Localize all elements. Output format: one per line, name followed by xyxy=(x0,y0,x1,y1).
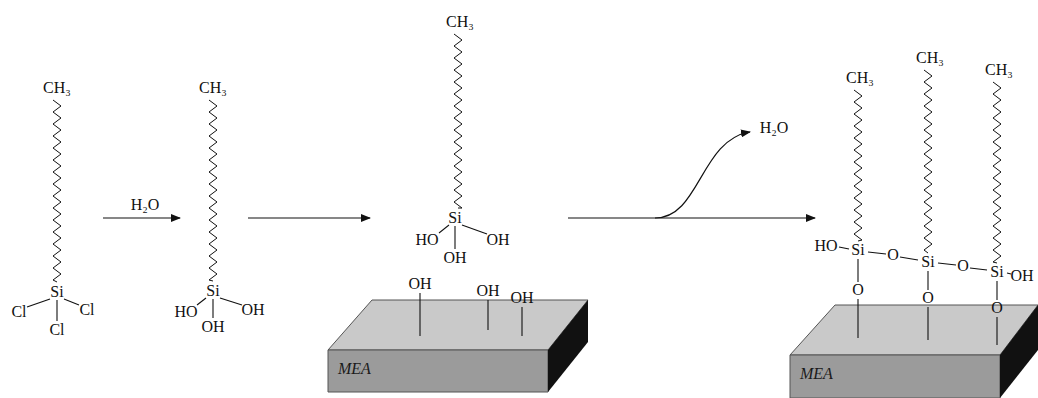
reagent-label: H₂O xyxy=(131,197,160,213)
alkyl-chain xyxy=(53,34,1001,282)
reaction-arrow xyxy=(103,132,815,218)
atom-label: OH xyxy=(510,290,533,306)
atom-label: CH₃ xyxy=(916,50,944,66)
substrate-slab xyxy=(790,305,1038,398)
atom-label: OH xyxy=(476,283,499,299)
atom-label: O xyxy=(887,247,899,263)
atom-label: OH xyxy=(1010,268,1033,284)
substrate-slab xyxy=(328,300,588,392)
substrate-label-box: MEA xyxy=(332,356,377,380)
atom-label: OH xyxy=(241,302,264,318)
atom-label: OH xyxy=(408,276,431,292)
atom-label: HO xyxy=(174,304,197,320)
substrate-name: MEA xyxy=(800,366,833,382)
atom-label: O xyxy=(922,290,934,306)
chlorine-atom: Cl xyxy=(79,302,94,318)
atom-label: OH xyxy=(486,232,509,248)
atom-label: HO xyxy=(814,238,837,254)
silicon-atom: Si xyxy=(50,284,63,300)
methyl-group: CH₃ xyxy=(43,80,71,96)
alkyl-chain xyxy=(209,100,217,281)
alkyl-chain xyxy=(993,82,1001,263)
alkyl-chain xyxy=(924,70,932,253)
atom-label: O xyxy=(991,300,1003,316)
alkyl-chain xyxy=(854,90,862,241)
alkyl-chain xyxy=(53,100,61,282)
atom-label: HO xyxy=(415,232,438,248)
chemical-bond xyxy=(27,225,1011,345)
atom-label: OH xyxy=(443,250,466,266)
substrate-label-box: MEA xyxy=(794,361,839,385)
atom-label: Si xyxy=(206,283,219,299)
atom-label: CH₃ xyxy=(985,62,1013,78)
chlorine-atom: Cl xyxy=(11,304,26,320)
atom-label: CH₃ xyxy=(199,80,227,96)
atom-label: Si xyxy=(990,264,1003,280)
substrate-name: MEA xyxy=(338,361,371,377)
atom-label: Si xyxy=(448,210,461,226)
atom-label: H₂O xyxy=(760,120,789,136)
atom-label: O xyxy=(852,282,864,298)
alkyl-chain xyxy=(454,34,462,208)
atom-label: CH₃ xyxy=(446,14,474,30)
atom-label: Si xyxy=(851,242,864,258)
chlorine-atom: Cl xyxy=(49,322,64,338)
atom-label: OH xyxy=(201,319,224,335)
atom-label: CH₃ xyxy=(846,70,874,86)
atom-label: O xyxy=(957,258,969,274)
atom-label: Si xyxy=(921,254,934,270)
